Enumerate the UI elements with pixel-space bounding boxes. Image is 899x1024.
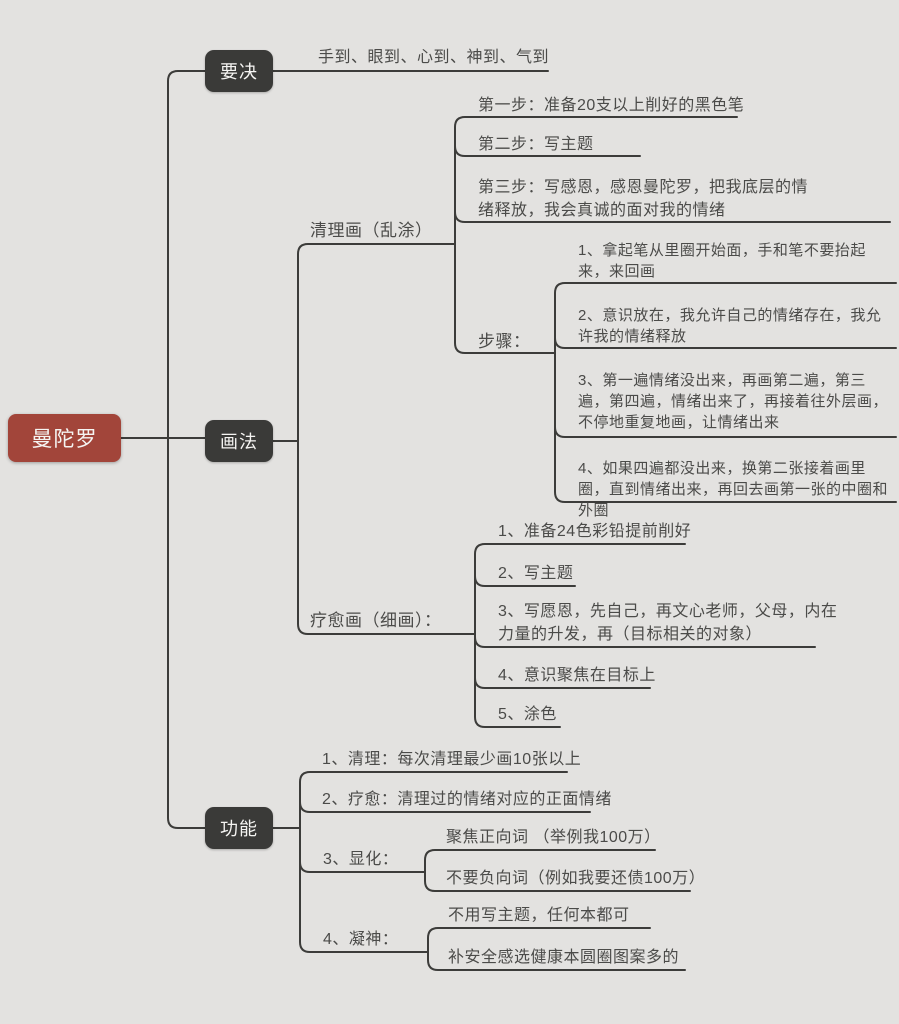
node-liaoyuhua-item1[interactable]: 1、准备24色彩铅提前削好 xyxy=(498,523,692,540)
node-qinglihua-step1[interactable]: 第一步：准备20支以上削好的黑色笔 xyxy=(478,97,745,114)
node-ningshen-item1[interactable]: 不用写主题，任何本都可 xyxy=(448,907,630,924)
connector-buzhou-c3 xyxy=(554,426,897,438)
node-qinglihua-label[interactable]: 清理画（乱涂） xyxy=(310,221,433,240)
connector-ningshen-group xyxy=(427,927,686,971)
connector-gongneng-c2 xyxy=(299,801,591,813)
node-liaoyuhua-item3[interactable]: 3、写愿恩，先自己，再文心老师，父母，内在力量的升发，再（目标相关的对象） xyxy=(498,603,838,643)
node-buzhou-label[interactable]: 步骤： xyxy=(478,332,531,351)
connector-huafa-spine xyxy=(297,243,476,635)
connector-qinglihua-c2 xyxy=(454,145,641,157)
connector-xianhua-group xyxy=(424,849,691,892)
node-liaoyuhua-item2[interactable]: 2、写主题 xyxy=(498,565,574,582)
connector-liaoyuhua-group xyxy=(474,543,686,728)
connector-buzhou-group xyxy=(554,282,897,503)
node-yaojue-child[interactable]: 手到、眼到、心到、神到、气到 xyxy=(318,49,550,66)
branch-node-gongneng[interactable]: 功能 xyxy=(205,807,273,849)
root-node-mandala[interactable]: 曼陀罗 xyxy=(8,414,121,462)
node-buzhou-item2[interactable]: 2、意识放在，我允许自己的情绪存在，我允许我的情绪释放 xyxy=(578,307,882,345)
connector-gongneng-c3 xyxy=(299,861,426,873)
branch-node-huafa[interactable]: 画法 xyxy=(205,420,273,462)
connector-buzhou-c2 xyxy=(554,337,897,349)
branch-node-yaojue[interactable]: 要决 xyxy=(205,50,273,92)
node-gongneng-item2[interactable]: 2、疗愈：清理过的情绪对应的正面情绪 xyxy=(322,791,612,808)
connector-liaoyuhua-c4 xyxy=(474,677,651,689)
connector-liaoyuhua-c3 xyxy=(474,636,816,648)
connector-qinglihua-group xyxy=(454,116,738,354)
node-gongneng-item1[interactable]: 1、清理：每次清理最少画10张以上 xyxy=(322,751,582,768)
connector-liaoyuhua-c2 xyxy=(474,575,576,587)
connector-qinglihua-c3 xyxy=(454,211,891,223)
node-xianhua-item1[interactable]: 聚焦正向词 （举例我100万） xyxy=(446,829,661,846)
node-buzhou-item1[interactable]: 1、拿起笔从里圈开始面，手和笔不要抬起来，来回画 xyxy=(578,242,866,280)
node-qinglihua-step3[interactable]: 第三步：写感恩，感恩曼陀罗，把我底层的情绪释放，我会真诚的面对我的情绪 xyxy=(478,179,809,219)
node-xianhua-item2[interactable]: 不要负向词（例如我要还债100万） xyxy=(446,870,706,887)
node-buzhou-item4[interactable]: 4、如果四遍都没出来，换第二张接着画里圈，直到情绪出来，再回去画第一张的中圈和外… xyxy=(578,460,889,519)
node-liaoyuhua-label[interactable]: 疗愈画（细画）： xyxy=(310,611,442,630)
node-qinglihua-step2[interactable]: 第二步：写主题 xyxy=(478,136,594,153)
node-liaoyuhua-item5[interactable]: 5、涂色 xyxy=(498,706,557,723)
node-xianhua-label[interactable]: 3、显化： xyxy=(323,851,399,868)
node-ningshen-label[interactable]: 4、凝神： xyxy=(323,931,399,948)
node-ningshen-item2[interactable]: 补安全感选健康本圆圈图案多的 xyxy=(448,949,680,966)
connector-trunk xyxy=(167,70,208,829)
node-buzhou-item3[interactable]: 3、第一遍情绪没出来，再画第二遍，第三遍，第四遍，情绪出来了，再接着往外层画，不… xyxy=(578,372,889,431)
node-liaoyuhua-item4[interactable]: 4、意识聚焦在目标上 xyxy=(498,667,656,684)
